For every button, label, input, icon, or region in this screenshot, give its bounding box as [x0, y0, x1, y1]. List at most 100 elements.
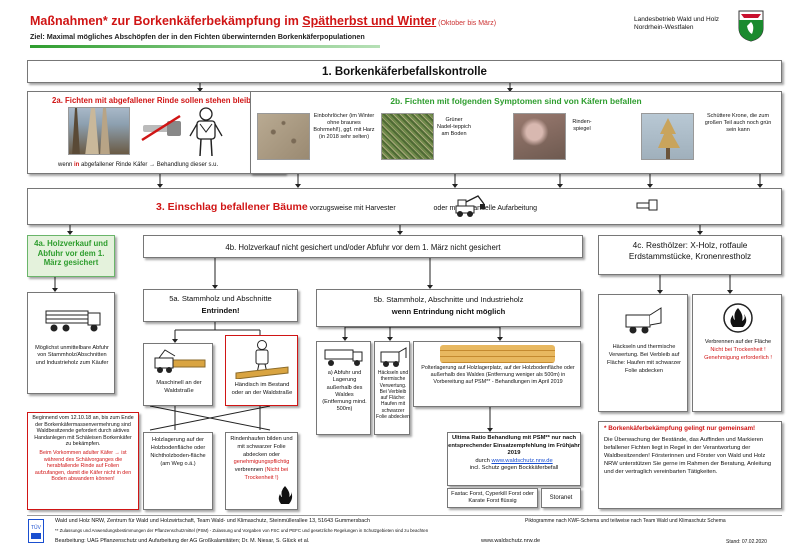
storage-right-box: Rindenhaufen bilden und mit schwarzer Fo… — [225, 432, 298, 510]
box-4a-title: 4a. Holzverkauf und Abfuhr vor dem 1. Mä… — [34, 239, 108, 268]
storage-right-3: verbrennen — [234, 467, 265, 474]
box-2a: 2a. Fichten mit abgefallener Rinde solle… — [27, 91, 285, 174]
box-4a-detail: Möglichst unmittelbare Abfuhr von Stammh… — [27, 292, 115, 394]
products-text: Fastac Forst, Cyperkill Forst oder Karat… — [451, 491, 534, 505]
option-5b-haeckseln: Häckseln und thermische Verwertung. Bei … — [374, 341, 410, 435]
box-4b-title: 4b. Holzverkauf nicht gesichert und/oder… — [225, 243, 501, 252]
dead-spruce-photo — [68, 107, 130, 155]
note-right-text: Die Überwachung der Bestände, das Auffin… — [604, 437, 772, 476]
log-truck-icon — [42, 305, 102, 335]
storage-right-2: genehmigungspflichtig — [233, 459, 290, 466]
footer-line1-right: Piktogramme nach KWF-Schema und teilweis… — [525, 518, 726, 524]
burn-text-2: Nicht bei Trockenheit ! — [710, 346, 766, 353]
note-left-text1: Beginnend vom 12.10.18 an, bis zum Ende … — [32, 415, 134, 448]
burn-text-3: Genehmigung erforderlich ! — [704, 354, 772, 361]
hand-debarking-icon — [234, 339, 290, 379]
page-subtitle: Ziel: Maximal mögliches Abschöpfen der i… — [30, 32, 365, 41]
box-5b: 5b. Stammholz, Abschnitte und Industrieh… — [316, 289, 581, 327]
step3-line: 3. Einschlag befallener Bäume vorzugswei… — [156, 201, 559, 213]
org-line1: Landesbetrieb Wald und Holz — [634, 16, 720, 23]
option-4c-haeckseln-text: Häckseln und thermische Verwertung. Bei … — [607, 344, 681, 375]
storage-right-1: Rindenhaufen bilden und mit schwarzer Fo… — [230, 436, 293, 458]
log-truck-small-icon — [323, 346, 365, 368]
footer-line1: Wald und Holz NRW, Zentrum für Wald und … — [55, 518, 370, 524]
fire-icon — [723, 303, 753, 333]
title-note: (Oktober bis März) — [436, 20, 497, 27]
option-5b-abfuhr-text: a) Abfuhr und Lagerung außerhalb des Wal… — [322, 370, 367, 413]
step1-box: 1. Borkenkäferbefallskontrolle — [27, 60, 782, 83]
sparse-crown-photo — [641, 113, 694, 160]
ultima-ratio-text3: incl. Schutz gegen Bockkäferbefall — [469, 465, 559, 472]
fire-small-icon — [276, 485, 294, 505]
footer-url[interactable]: www.waldschutz.nrw.de — [481, 538, 541, 544]
ultima-ratio-text1: Ultima Ratio Behandlung mit PSM** nur na… — [448, 435, 580, 457]
footer-date: Stand: 07.02.2020 — [726, 539, 767, 545]
box-5a-title: 5a. Stammholz und Abschnitte — [169, 294, 272, 303]
step3-mid: vorzugsweise mit Harvester — [307, 205, 398, 212]
storage-right-4: (Nicht bei Trockenheit !) — [244, 467, 289, 482]
storage-right-text: Rindenhaufen bilden und mit schwarzer Fo… — [226, 433, 297, 486]
symptom-2-text: Grüner Nadel-teppich am Boden — [437, 117, 471, 138]
option-4c-burn: Verbrennen auf der Fläche Nicht bei Troc… — [692, 294, 782, 412]
waldschutz-link[interactable]: www.waldschutz.nrw.de — [491, 457, 553, 464]
note-right-box: * Borkenkäferbekämpfung gelingt nur geme… — [598, 421, 782, 509]
storage-left-box: Holzlagerung auf der Holzbodenfläche ode… — [143, 432, 213, 510]
chainsaw-icon — [636, 197, 658, 213]
box-2a-caption: wenn in abgefallener Rinde Käfer → Behan… — [58, 162, 218, 170]
svg-text:TÜV: TÜV — [31, 524, 42, 531]
option-4c-haeckseln: Häckseln und thermische Verwertung. Bei … — [598, 294, 688, 412]
title-part1: Maßnahmen* zur Borkenkäferbekämpfung im — [30, 14, 303, 28]
box-4a-text: Möglichst unmittelbare Abfuhr von Stammh… — [35, 345, 109, 366]
box-5a-subtitle: Entrinden! — [201, 306, 240, 315]
box-2b: 2b. Fichten mit folgenden Symptomen sind… — [250, 91, 782, 174]
box-4c-title: 4c. Resthölzer: X-Holz, rotfaule Erdstam… — [628, 240, 752, 261]
step3-box: 3. Einschlag befallener Bäume vorzugswei… — [27, 188, 782, 225]
log-pile-icon — [440, 345, 555, 363]
step3-end: oder motormanuelle Aufarbeitung — [433, 205, 538, 212]
step1-title: 1. Borkenkäferbefallskontrolle — [322, 66, 487, 78]
box-5a: 5a. Stammholz und Abschnitte Entrinden! — [143, 289, 298, 322]
footer-rule — [27, 515, 782, 516]
box-5b-title: 5b. Stammholz, Abschnitte und Industrieh… — [373, 295, 524, 304]
ultima-ratio-text2: durch — [475, 457, 492, 464]
nrw-coat-of-arms-icon — [738, 10, 764, 42]
option-hand-debarking: Händisch im Bestand oder an der Waldstra… — [225, 335, 298, 406]
bark-mirror-photo — [513, 113, 566, 160]
ultima-ratio-link-line: durch www.waldschutz.nrw.de — [448, 458, 580, 466]
harvester-icon — [454, 194, 486, 218]
chipper-large-icon — [623, 305, 665, 335]
storanet-text: Storanet — [549, 495, 573, 501]
option-machine-debarking: Maschinell an der Waldstraße — [143, 343, 213, 406]
green-needles-photo — [381, 113, 434, 160]
burn-text-1: Verbrennen auf der Fläche — [704, 339, 772, 345]
option-4c-burn-text: Verbrennen auf der Fläche Nicht bei Troc… — [699, 339, 777, 362]
box-5b-subtitle: wenn Entrindung nicht möglich — [391, 307, 506, 316]
note-left-box: Beginnend vom 12.10.18 an, bis zum Ende … — [27, 412, 139, 510]
option-5b-haeckseln-text: Häckseln und thermische Verwertung. Bei … — [376, 370, 410, 420]
lumberjack-icon — [188, 106, 224, 158]
caption-pre: wenn — [58, 162, 75, 168]
note-left-text2: Beim Vorkommen adulter Käfer → ist währe… — [34, 450, 132, 483]
tuv-logo-icon: TÜV — [28, 519, 44, 543]
footer-line2: ** Zulassungs und Anwendungsbestimmungen… — [55, 528, 429, 533]
box-2a-title: 2a. Fichten mit abgefallener Rinde solle… — [52, 96, 260, 105]
note-right-title: * Borkenkäferbekämpfung gelingt nur geme… — [604, 425, 756, 432]
ultima-ratio-box: Ultima Ratio Behandlung mit PSM** nur na… — [447, 432, 581, 486]
products-box: Fastac Forst, Cyperkill Forst oder Karat… — [447, 488, 538, 508]
box-4b: 4b. Holzverkauf nicht gesichert und/oder… — [143, 235, 583, 258]
storanet-box: Storanet — [541, 488, 581, 508]
bore-holes-photo — [257, 113, 310, 160]
caption-post: abgefallener Rinde Käfer → Behandlung di… — [79, 162, 219, 168]
box-4a: 4a. Holzverkauf und Abfuhr vor dem 1. Mä… — [27, 235, 115, 277]
symptom-4-text: Schüttere Krone, die zum großen Teil auc… — [704, 113, 772, 134]
box-4c: 4c. Resthölzer: X-Holz, rotfaule Erdstam… — [598, 235, 782, 275]
chipper-icon — [378, 346, 408, 368]
step3-title: 3. Einschlag befallener Bäume — [156, 201, 308, 213]
crossed-chainsaw-icon — [140, 114, 184, 142]
debarking-machine-icon — [151, 348, 207, 374]
option-machine-text: Maschinell an der Waldstraße — [156, 380, 202, 394]
option-5b-polter: Polterlagerung auf Holzlagerplatz, auf d… — [413, 341, 581, 407]
header-rule — [30, 45, 380, 48]
symptom-3-text: Rinden-spiegel — [572, 119, 592, 133]
